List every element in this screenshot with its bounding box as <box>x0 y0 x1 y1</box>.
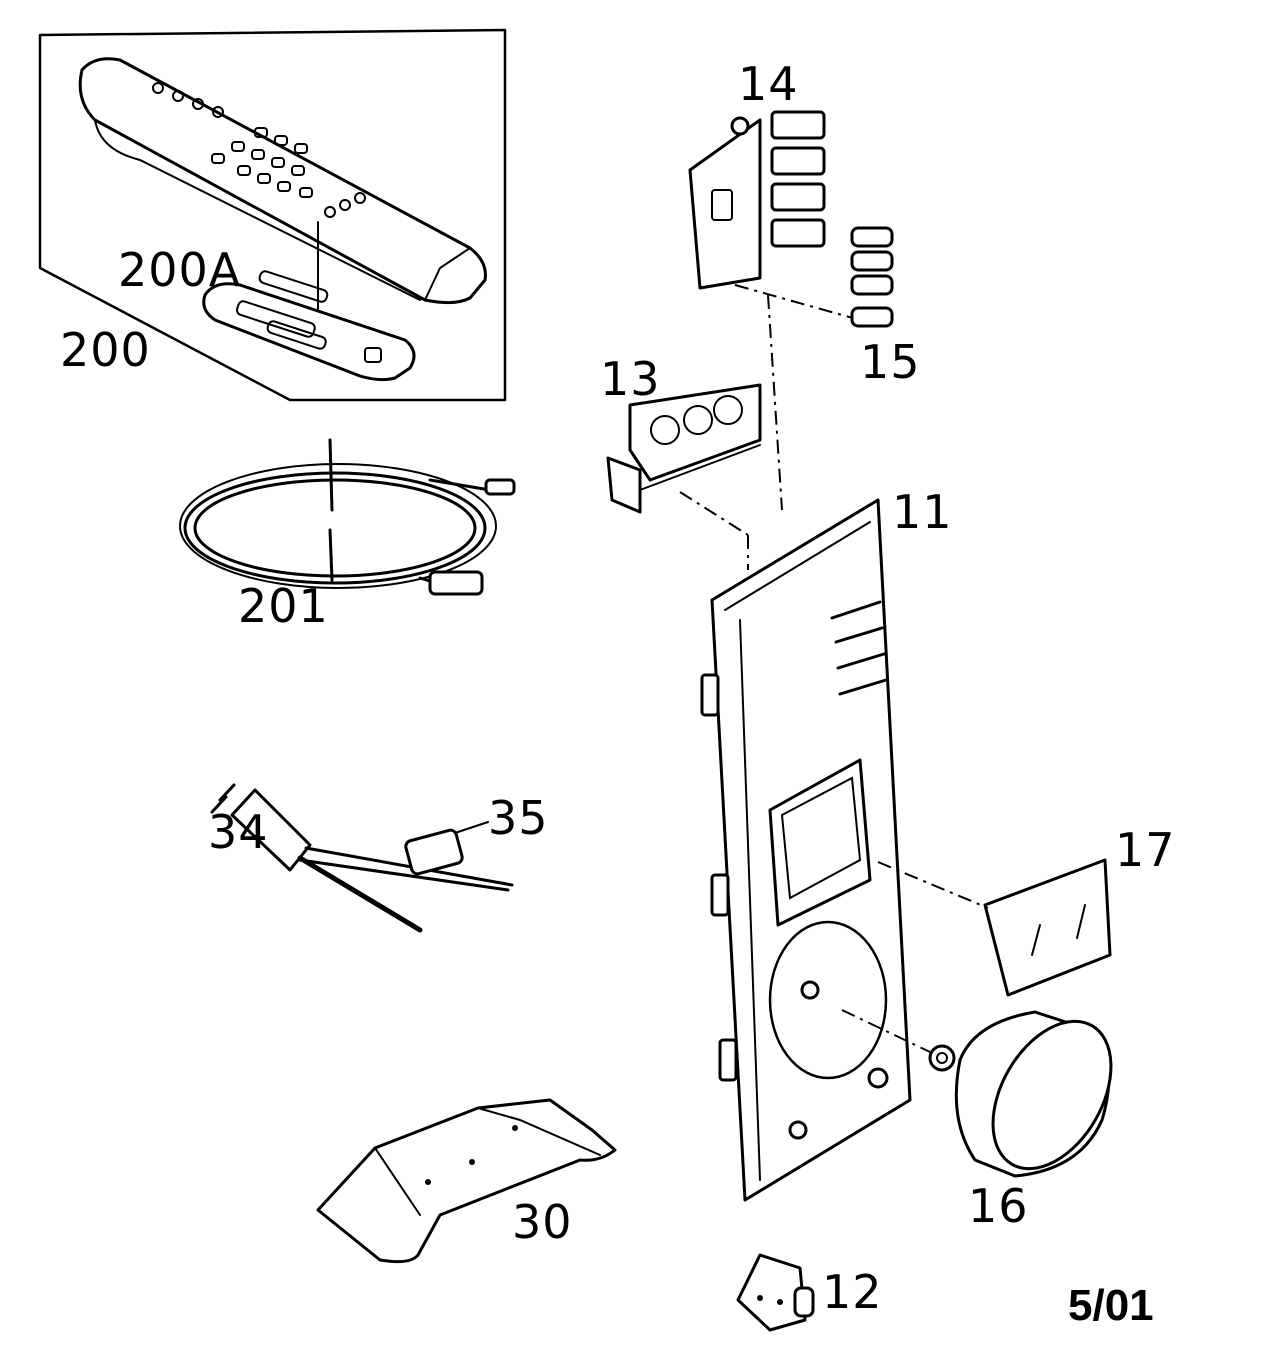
callout-14: 14 <box>738 57 799 111</box>
callout-16: 16 <box>968 1179 1029 1233</box>
callout-15: 15 <box>860 335 921 389</box>
coiled-cable: 201 <box>179 438 516 633</box>
callout-13: 13 <box>600 352 661 406</box>
callout-200: 200 <box>60 323 151 377</box>
knob-nut <box>928 1044 956 1072</box>
small-switch: 12 <box>736 1253 883 1332</box>
bracket: 30 <box>316 1098 617 1264</box>
battery-cover <box>202 270 416 382</box>
callout-17: 17 <box>1115 823 1176 877</box>
knob: 16 <box>954 1010 1113 1233</box>
callout-200a: 200A <box>118 243 241 297</box>
switch-assembly: 13 <box>600 352 762 536</box>
control-panel: 11 <box>700 485 953 1202</box>
power-cord: 34 <box>208 783 514 933</box>
callout-12: 12 <box>822 1265 883 1319</box>
window-panel: 17 <box>877 823 1176 997</box>
cord-clamp: 35 <box>404 791 549 876</box>
callout-35: 35 <box>488 791 549 845</box>
callout-11: 11 <box>892 485 953 539</box>
revision-stamp: 5/01 <box>1068 1281 1154 1330</box>
callout-30: 30 <box>512 1195 573 1249</box>
switch-board: 14 <box>688 57 861 321</box>
callout-34: 34 <box>208 805 269 859</box>
remote-control-inset: 200 200A <box>38 28 507 402</box>
callout-201: 201 <box>238 579 329 633</box>
remote-buttons <box>152 82 366 218</box>
switch-caps: 15 <box>850 226 921 389</box>
